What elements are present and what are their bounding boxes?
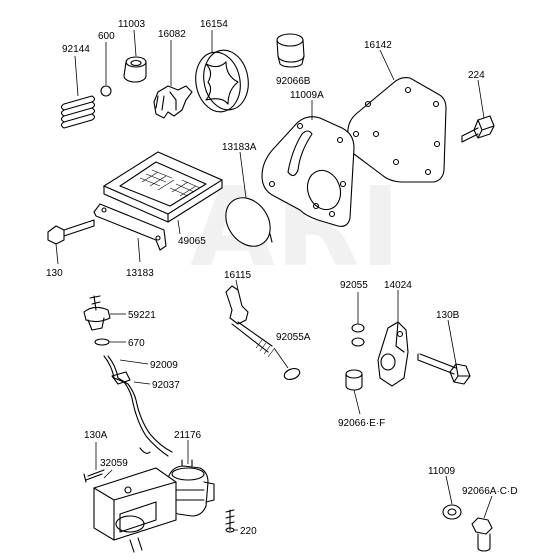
label-16115: 16115 [224, 270, 252, 281]
label-92066ACD: 92066A·C·D [462, 486, 518, 497]
plug-92066EF [345, 369, 363, 415]
bracket-32059 [93, 467, 177, 553]
label-92055A: 92055A [276, 332, 311, 343]
cover-16142 [347, 49, 447, 183]
orings-92055 [351, 292, 365, 347]
label-11009: 11009 [428, 466, 456, 477]
label-21176: 21176 [174, 430, 202, 441]
label-14024: 14024 [384, 280, 412, 291]
label-92066EF: 92066·E·F [338, 418, 385, 429]
oring-670 [94, 338, 126, 346]
gear-16082 [153, 40, 193, 119]
label-220: 220 [240, 526, 257, 537]
screw-130A [83, 442, 105, 483]
label-11003: 11003 [118, 19, 146, 30]
spring-92144 [60, 55, 96, 129]
screen-49065 [102, 151, 224, 235]
label-13183A: 13183A [222, 142, 257, 153]
label-16142: 16142 [364, 40, 392, 51]
gasket-11009A [261, 100, 355, 227]
bolt-224 [461, 79, 495, 143]
label-92055: 92055 [340, 280, 368, 291]
bolt-130 [47, 219, 95, 265]
label-130B: 130B [436, 310, 460, 321]
bracket-13183 [93, 203, 167, 263]
washer-92055A [273, 347, 301, 380]
cap-92066B [276, 33, 305, 68]
disc-13183A [225, 151, 273, 247]
switch-59221 [83, 295, 126, 331]
label-13183: 13183 [126, 268, 154, 279]
label-92066B: 92066B [276, 76, 311, 87]
label-32059: 32059 [100, 458, 128, 469]
gasket-11009 [442, 475, 462, 520]
bolt-130B [417, 319, 471, 385]
label-49065: 49065 [178, 236, 206, 247]
screw-220 [225, 509, 235, 533]
label-11009A: 11009A [290, 90, 324, 101]
valve-16115 [225, 279, 275, 358]
ball-600 [100, 42, 112, 97]
label-92009: 92009 [150, 360, 178, 371]
label-670: 670 [128, 338, 145, 349]
lead-wire [103, 355, 173, 457]
label-59221: 59221 [128, 310, 156, 321]
label-16082: 16082 [158, 29, 186, 40]
rotor-16154 [195, 30, 249, 113]
label-600: 600 [98, 31, 115, 42]
label-92037: 92037 [152, 380, 180, 391]
label-92144: 92144 [62, 44, 90, 55]
label-130: 130 [46, 268, 63, 279]
label-16154: 16154 [200, 19, 228, 30]
bracket-14024 [377, 290, 409, 387]
label-130A: 130A [84, 430, 108, 441]
collar-11003 [123, 29, 147, 83]
plug-92066ACD [471, 495, 493, 552]
label-224: 224 [468, 70, 485, 81]
